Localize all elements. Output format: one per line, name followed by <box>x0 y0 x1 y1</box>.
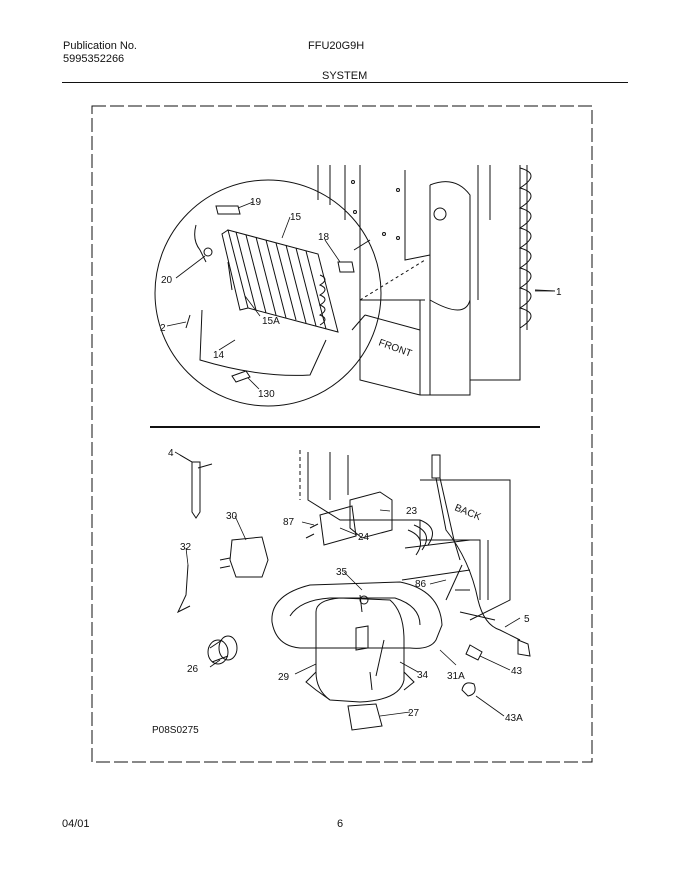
compressor <box>271 581 443 731</box>
callout-24: 24 <box>358 532 370 543</box>
leader-lines <box>166 201 553 717</box>
callout-130: 130 <box>258 389 275 400</box>
callout-34: 34 <box>417 670 429 681</box>
callout-27: 27 <box>408 708 420 719</box>
callout-30: 30 <box>226 511 238 522</box>
callout-14: 14 <box>213 350 225 361</box>
diagram-frame <box>91 105 593 763</box>
section-title: SYSTEM <box>322 70 368 82</box>
footer-date: 04/01 <box>62 818 90 830</box>
relay <box>229 536 269 578</box>
callout-15a: 15A <box>262 316 280 327</box>
publication-number: 5995352266 <box>63 53 125 65</box>
cabinet-drawing <box>317 165 521 396</box>
callout-87: 87 <box>283 517 295 528</box>
callout-86: 86 <box>415 579 427 590</box>
wiring <box>407 454 531 697</box>
callout-5: 5 <box>524 614 530 625</box>
callout-20: 20 <box>161 275 173 286</box>
figure-code: P08S0275 <box>152 725 199 736</box>
condenser-coil <box>518 165 556 330</box>
callout-43a: 43A <box>505 713 523 724</box>
callout-43: 43 <box>511 666 523 677</box>
callout-18: 18 <box>318 232 330 243</box>
callout-32: 32 <box>180 542 192 553</box>
filter-drier <box>191 461 201 519</box>
callout-1: 1 <box>556 287 562 298</box>
callout-26: 26 <box>187 664 199 675</box>
lower-cabinet <box>299 450 511 621</box>
front-label: FRONT <box>377 337 413 359</box>
callout-19: 19 <box>250 197 262 208</box>
header-rule <box>62 82 628 83</box>
publication-label: Publication No. <box>63 40 137 52</box>
callout-2: 2 <box>160 323 166 334</box>
back-label: BACK <box>453 503 483 524</box>
callout-23: 23 <box>406 506 418 517</box>
electrical-box <box>349 491 393 539</box>
detail-circle <box>154 179 382 407</box>
page-number: 6 <box>337 818 344 830</box>
callout-31a: 31A <box>447 671 465 682</box>
callout-35: 35 <box>336 567 348 578</box>
callout-15: 15 <box>290 212 302 223</box>
model-number: FFU20G9H <box>308 40 365 52</box>
callout-29: 29 <box>278 672 290 683</box>
callout-4: 4 <box>168 448 174 459</box>
capacitor <box>207 635 238 665</box>
